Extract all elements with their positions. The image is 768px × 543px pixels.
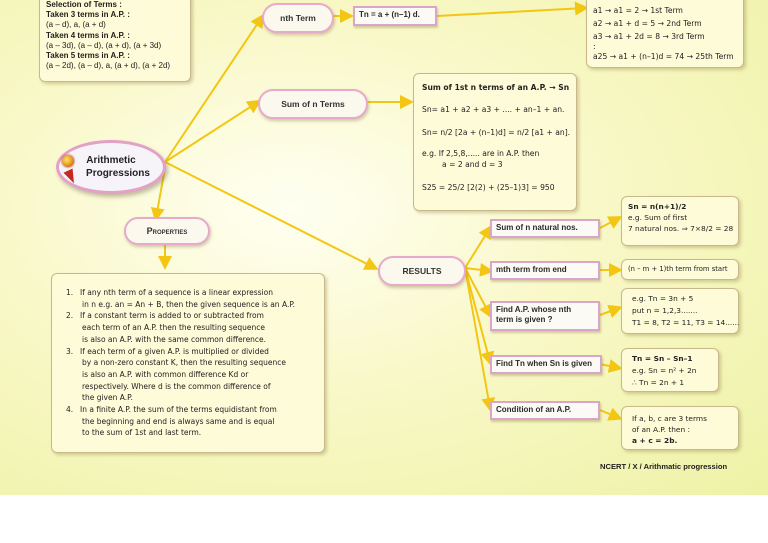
- property-number: 3.: [66, 346, 74, 356]
- nth-example-dots: :: [593, 42, 596, 51]
- condition-line-2: of an A.P. then :: [632, 425, 690, 434]
- three-terms-value: (a – d), a, (a + d): [46, 20, 106, 30]
- sum-example-2: a = 2 and d = 3: [442, 160, 503, 169]
- find-ap-put: put n = 1,2,3.......: [632, 306, 698, 315]
- three-terms-heading: Taken 3 terms in A.P. :: [46, 10, 130, 20]
- find-tn-eg: e.g. Sn = n² + 2n: [632, 366, 697, 375]
- five-terms-heading: Taken 5 terms in A.P. :: [46, 51, 130, 61]
- mth-end-formula: (n – m + 1)th term from start: [628, 265, 728, 273]
- nth-example-2: a2 → a1 + d = 5 → 2nd Term: [593, 19, 702, 28]
- property-item: 2. If a constant term is added to or subt…: [66, 310, 324, 345]
- sum-natural-detail: Sn = n(n+1)/2 e.g. Sum of first 7 natura…: [621, 196, 739, 246]
- find-tn-detail: Tn = Sn – Sn–1 e.g. Sn = n² + 2n ∴ Tn = …: [621, 348, 719, 392]
- property-item: 4. In a finite A.P. the sum of the terms …: [66, 404, 324, 439]
- result-find-tn-label: Find Tn when Sn is given: [496, 359, 593, 368]
- find-ap-terms: T1 = 8, T2 = 11, T3 = 14......: [632, 318, 740, 327]
- property-line: by a non-zero constant K, then the resul…: [82, 358, 286, 368]
- find-tn-formula: Tn = Sn – Sn–1: [632, 354, 693, 363]
- nth-term-label: nth Term: [280, 13, 316, 23]
- property-item: 3. If each term of a given A.P. is multip…: [66, 346, 324, 405]
- mth-end-detail: (n – m + 1)th term from start: [621, 259, 739, 280]
- property-line: the beginning and end is always same and…: [82, 416, 275, 426]
- sum-of-n-terms-node: Sum of n Terms: [258, 89, 368, 119]
- property-line: is also an A.P. with common difference K…: [82, 369, 249, 379]
- result-sum-natural-box: Sum of n natural nos.: [490, 219, 600, 238]
- selection-of-terms-box: Selection of Terms : Taken 3 terms in A.…: [39, 0, 191, 82]
- nth-term-example-box: a1 → a1 = 2 → 1st Term a2 → a1 + d = 5 →…: [586, 0, 744, 68]
- property-line: to the sum of 1st and last term.: [82, 428, 202, 438]
- central-title-line1: Arithmetic: [86, 155, 136, 166]
- result-find-ap-label-2: term is given ?: [496, 315, 553, 324]
- sum-natural-eg: e.g. Sum of first: [628, 213, 688, 222]
- properties-list: 1. If any nth term of a sequence is a lin…: [66, 287, 324, 439]
- condition-detail: If a, b, c are 3 terms of an A.P. then :…: [621, 406, 739, 450]
- nth-example-1: a1 → a1 = 2 → 1st Term: [593, 6, 683, 15]
- properties-node: Properties: [124, 217, 210, 245]
- property-number: 4.: [66, 405, 74, 415]
- property-number: 1.: [66, 288, 74, 297]
- mind-map-canvas: Selection of Terms : Taken 3 terms in A.…: [0, 0, 768, 495]
- sum-of-n-terms-box: Sum of 1st n terms of an A.P. → Sn Sn= a…: [413, 73, 577, 211]
- property-line: the given A.P.: [82, 393, 133, 403]
- properties-label: Properties: [146, 226, 188, 236]
- property-line: in n e.g. an = An + B, then the given se…: [82, 299, 296, 309]
- property-number: 2.: [66, 311, 74, 321]
- sum-formula-1: Sn= a1 + a2 + a3 + .... + an–1 + an.: [422, 105, 565, 114]
- property-line: If each term of a given A.P. is multipli…: [80, 346, 269, 356]
- result-find-ap-box: Find A.P. whose nth term is given ?: [490, 301, 600, 331]
- sum-example-3: S25 = 25/2 [2(2) + (25–1)3] = 950: [422, 183, 555, 192]
- nth-term-formula: Tn = a + (n–1) d.: [359, 10, 420, 19]
- five-terms-value: (a – 2d), (a – d), a, (a + d), (a + 2d): [46, 61, 171, 71]
- condition-line-3: a + c = 2b.: [632, 436, 678, 445]
- property-line: In a finite A.P. the sum of the terms eq…: [80, 405, 277, 415]
- selection-title: Selection of Terms :: [46, 0, 122, 9]
- sum-natural-formula: Sn = n(n+1)/2: [628, 202, 687, 211]
- properties-box: 1. If any nth term of a sequence is a lin…: [51, 273, 325, 453]
- property-line: each term of an A.P. then the resulting …: [82, 323, 265, 333]
- nth-example-4: a25 → a1 + (n–1)d = 74 → 25th Term: [593, 52, 734, 61]
- footer-credit: NCERT / X / Arithmatic progression: [600, 462, 728, 471]
- result-condition-label: Condition of an A.P.: [496, 405, 572, 414]
- result-condition-box: Condition of an A.P.: [490, 401, 600, 420]
- central-node: Arithmetic Progressions: [56, 140, 166, 194]
- pin-icon: [62, 155, 74, 167]
- nth-term-node: nth Term: [262, 3, 334, 33]
- property-line: respectively. Where d is the common diff…: [82, 381, 271, 391]
- results-label: RESULTS: [402, 266, 442, 276]
- result-mth-end-label: mth term from end: [496, 265, 567, 274]
- sum-of-n-terms-label: Sum of n Terms: [281, 99, 345, 109]
- sum-example-1: e.g. If 2,5,8,..... are in A.P. then: [422, 149, 540, 158]
- nth-term-formula-box: Tn = a + (n–1) d.: [353, 6, 437, 26]
- connector-lines: [150, 1, 623, 421]
- property-line: is also an A.P. with the same common dif…: [82, 334, 267, 344]
- four-terms-value: (a – 3d), (a – d), (a + d), (a + 3d): [46, 40, 162, 50]
- property-line: If a constant term is added to or subtra…: [80, 311, 264, 321]
- sum-formula-2: Sn= n/2 [2a + (n–1)d] = n/2 [a1 + an].: [422, 128, 571, 137]
- result-mth-end-box: mth term from end: [490, 261, 600, 280]
- sum-natural-result: 7 natural nos. ⇒ 7×8/2 = 28: [628, 224, 734, 233]
- central-title-line2: Progressions: [86, 168, 150, 179]
- property-item: 1. If any nth term of a sequence is a lin…: [66, 287, 324, 310]
- find-ap-detail: e.g. Tn = 3n + 5 put n = 1,2,3....... T1…: [621, 288, 739, 334]
- find-tn-result: ∴ Tn = 2n + 1: [632, 378, 685, 387]
- result-find-tn-box: Find Tn when Sn is given: [490, 355, 602, 374]
- results-node: RESULTS: [378, 256, 466, 286]
- four-terms-heading: Taken 4 terms in A.P. :: [46, 30, 130, 40]
- find-ap-eg: e.g. Tn = 3n + 5: [632, 294, 694, 303]
- result-sum-natural-label: Sum of n natural nos.: [496, 223, 578, 232]
- condition-line-1: If a, b, c are 3 terms: [632, 414, 707, 423]
- sum-title: Sum of 1st n terms of an A.P. → Sn: [422, 83, 570, 92]
- result-find-ap-label-1: Find A.P. whose nth: [496, 305, 572, 314]
- property-line: If any nth term of a sequence is a linea…: [80, 288, 273, 297]
- nth-example-3: a3 → a1 + 2d = 8 → 3rd Term: [593, 32, 705, 41]
